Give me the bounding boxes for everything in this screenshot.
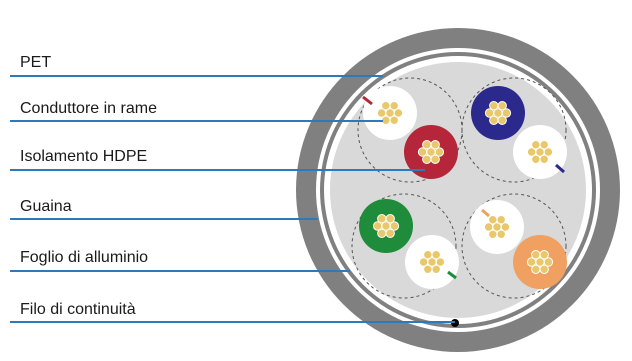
stripe-green [447, 270, 457, 280]
wire-blue-copper [484, 101, 512, 125]
wire-white-orange-pair-copper [483, 215, 511, 239]
wires-group [359, 86, 567, 289]
leader-lines [10, 75, 455, 323]
wire-white-red-pair [363, 86, 417, 140]
label-copper-conductor: Conduttore in rame [20, 100, 157, 117]
stripe-red [362, 95, 373, 106]
pair-outline-orange [461, 193, 567, 299]
wire-green [359, 199, 413, 253]
wire-red [404, 125, 458, 179]
pair-outline-blue [461, 77, 567, 183]
wire-white-green-pair [405, 235, 459, 289]
stripe-blue [555, 163, 565, 174]
wire-orange [513, 235, 567, 289]
wire-white-orange-pair [470, 200, 524, 254]
pair-outline-green [351, 193, 457, 299]
label-sheath: Guaina [20, 198, 72, 215]
wire-white-blue-pair-copper [526, 140, 554, 164]
wire-green-copper [372, 214, 400, 238]
wire-blue [471, 86, 525, 140]
label-drain-wire: Filo di continuità [20, 301, 136, 318]
label-aluminium-foil: Foglio di alluminio [20, 249, 148, 266]
wire-white-blue-pair [513, 125, 567, 179]
wire-orange-copper [526, 250, 554, 274]
wire-white-red-pair-copper [376, 101, 404, 125]
label-pet: PET [20, 54, 51, 71]
pair-outlines [351, 77, 567, 299]
wire-white-green-pair-copper [418, 250, 446, 274]
label-hdpe-insulation: Isolamento HDPE [20, 148, 147, 165]
stripe-orange [481, 208, 490, 218]
wire-red-copper [417, 140, 445, 164]
